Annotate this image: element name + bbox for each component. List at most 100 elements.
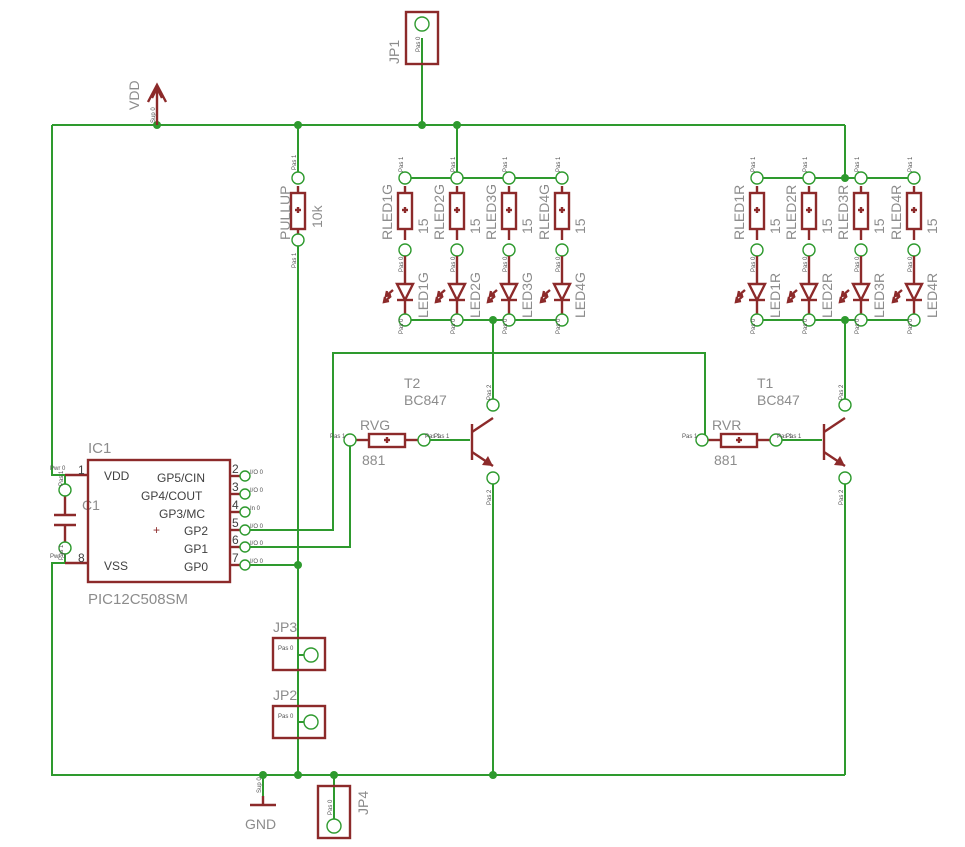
led1r-diode[interactable]: LED1R Pas 0 Pas 0 [734,243,783,334]
rled1g-resistor[interactable]: RLED1G 15 Pas 1 [379,156,431,240]
led4g-name: LED4G [572,272,588,318]
c1-capacitor[interactable]: C1 Pas 1 Pas 1 [54,470,100,560]
rled3r-resistor[interactable]: RLED3R 15 Pas 1 [835,156,887,240]
rled-red-group: RLED1R 15 Pas 1 RLED2R 15 Pas 1 RLED3R 1… [731,156,940,240]
jp4-pad-label: Pas 0 [328,799,334,815]
led2r-anode-pad: Pas 0 [803,256,809,272]
t2-base-pad: Pas 1 [434,434,450,440]
rled3g-resistor[interactable]: RLED3G 15 Pas 1 [483,156,535,240]
led2r-name: LED2R [819,273,835,318]
led1r-name: LED1R [767,273,783,318]
ic1-pin2-label: GP5/CIN [157,471,205,485]
led2g-name: LED2G [467,272,483,318]
t2-name-label: T2 [404,375,421,391]
led4r-cathode-pad: Pas 0 [908,318,914,334]
rled2r-resistor[interactable]: RLED2R 15 Pas 1 [783,156,835,240]
led4g-anode-pad: Pas 0 [556,256,562,272]
t2-emitter-pad: Pas 2 [487,489,493,505]
rled3r-pad: Pas 1 [855,156,861,172]
led4r-anode-pad: Pas 0 [908,256,914,272]
rled1r-value: 15 [767,218,783,234]
rled3r-value: 15 [871,218,887,234]
rled-green-group: RLED1G 15 Pas 1 RLED2G 15 Pas 1 RLED3G 1… [379,156,588,240]
ic1-pin5-label: GP2 [184,524,208,538]
jp3-pad-label: Pas 0 [278,646,294,652]
rled4g-resistor[interactable]: RLED4G 15 Pas 1 [536,156,588,240]
rvg-pad-right: Pas 1 [425,434,441,440]
led4r-diode[interactable]: LED4R Pas 0 Pas 0 [891,243,940,334]
rled3g-pad: Pas 1 [503,156,509,172]
led2r-cathode-pad: Pas 0 [803,318,809,334]
led1g-diode[interactable]: LED1G Pas 0 Pas 0 [382,243,431,334]
led3r-anode-pad: Pas 0 [855,256,861,272]
rled1r-name: RLED1R [731,185,747,240]
led3g-name: LED3G [519,272,535,318]
jp1-pad-label: Pas 0 [416,36,422,52]
led4g-cathode-pad: Pas 0 [556,318,562,334]
pullup-resistor[interactable]: PULLUP 10k Pas 1 Pas 1 [277,154,325,268]
jp3-label: JP3 [273,619,297,635]
rled2g-pad: Pas 1 [451,156,457,172]
ic1-microcontroller[interactable]: IC1 PIC12C508SM + 1 VDD Pwr 0 8 VSS Pwr … [50,440,264,608]
ic1-pin8-number: 8 [78,551,85,565]
rvg-pad-left: Pas 1 [330,434,346,440]
c1-pad-top: Pas 1 [59,470,65,486]
jp2-pad-label: Pas 0 [278,714,294,720]
jp1-jumper[interactable]: JP1 Pas 0 [386,10,440,66]
ic1-pin6-number: 6 [232,533,239,547]
rled4r-value: 15 [924,218,940,234]
led2g-cathode-pad: Pas 0 [451,318,457,334]
ic1-pin1-label: VDD [104,469,130,483]
vdd-label: VDD [126,80,142,110]
rled2r-value: 15 [819,218,835,234]
ic1-pin5-pad: I/O 0 [250,524,264,530]
t1-name-label: T1 [757,375,774,391]
ic1-pin4-number: 4 [232,498,239,512]
rled3r-name: RLED3R [835,185,851,240]
t1-emitter-pad: Pas 2 [839,489,845,505]
led4r-name: LED4R [924,273,940,318]
c1-label: C1 [82,497,100,513]
rled4g-name: RLED4G [536,184,552,240]
t1-collector-pad: Pas 2 [839,384,845,400]
gnd-label: GND [245,816,276,832]
led-red-group: LED1R Pas 0 Pas 0 LED2R Pas 0 Pas 0 LED3… [734,243,940,334]
rvr-pad-right: Pas 1 [777,434,793,440]
jp1-label: JP1 [386,40,402,64]
led3r-diode[interactable]: LED3R Pas 0 Pas 0 [838,243,887,334]
ic1-pin3-number: 3 [232,480,239,494]
jp4-label: JP4 [355,791,371,815]
rled4r-resistor[interactable]: RLED4R 15 Pas 1 [888,156,940,240]
pullup-pad-bottom: Pas 1 [292,252,298,268]
rvg-resistor[interactable]: RVG 881 Pas 1 Pas 1 [330,417,441,468]
led3g-cathode-pad: Pas 0 [503,318,509,334]
led2g-diode[interactable]: LED2G Pas 0 Pas 0 [434,243,483,334]
rvg-name-label: RVG [360,417,390,433]
jp2-jumper[interactable]: JP2 Pas 0 [271,687,327,740]
led3g-diode[interactable]: LED3G Pas 0 Pas 0 [486,243,535,334]
t1-base-pad: Pas 1 [786,434,802,440]
rled1r-resistor[interactable]: RLED1R 15 Pas 1 [731,156,783,240]
jp4-jumper[interactable]: JP4 Pas 0 [316,784,371,840]
rled1g-name: RLED1G [379,184,395,240]
rled1g-value: 15 [415,218,431,234]
t2-transistor[interactable]: T2 BC847 Pas 2 Pas 1 Pas 2 [404,375,500,505]
pullup-value-label: 10k [309,204,325,228]
rvr-resistor[interactable]: RVR 881 Pas 1 Pas 1 [682,417,793,468]
rvr-pad-left: Pas 1 [682,434,698,440]
led1g-anode-pad: Pas 0 [399,256,405,272]
led1g-cathode-pad: Pas 0 [399,318,405,334]
ic1-pin3-label: GP4/COUT [141,489,203,503]
ic1-value-label: PIC12C508SM [88,591,188,608]
ic1-pin4-pad: In 0 [250,506,261,512]
pullup-name-label: PULLUP [277,186,293,240]
led3r-cathode-pad: Pas 0 [855,318,861,334]
ic1-pin8-pad: Pwr 0 [50,554,66,560]
rled2g-resistor[interactable]: RLED2G 15 Pas 1 [431,156,483,240]
led4g-diode[interactable]: LED4G Pas 0 Pas 0 [539,243,588,334]
ic1-pin6-pad: I/O 0 [250,541,264,547]
t1-transistor[interactable]: T1 BC847 Pas 2 Pas 1 Pas 2 [757,375,852,505]
jp3-jumper[interactable]: JP3 Pas 0 [271,619,327,672]
led2r-diode[interactable]: LED2R Pas 0 Pas 0 [786,243,835,334]
